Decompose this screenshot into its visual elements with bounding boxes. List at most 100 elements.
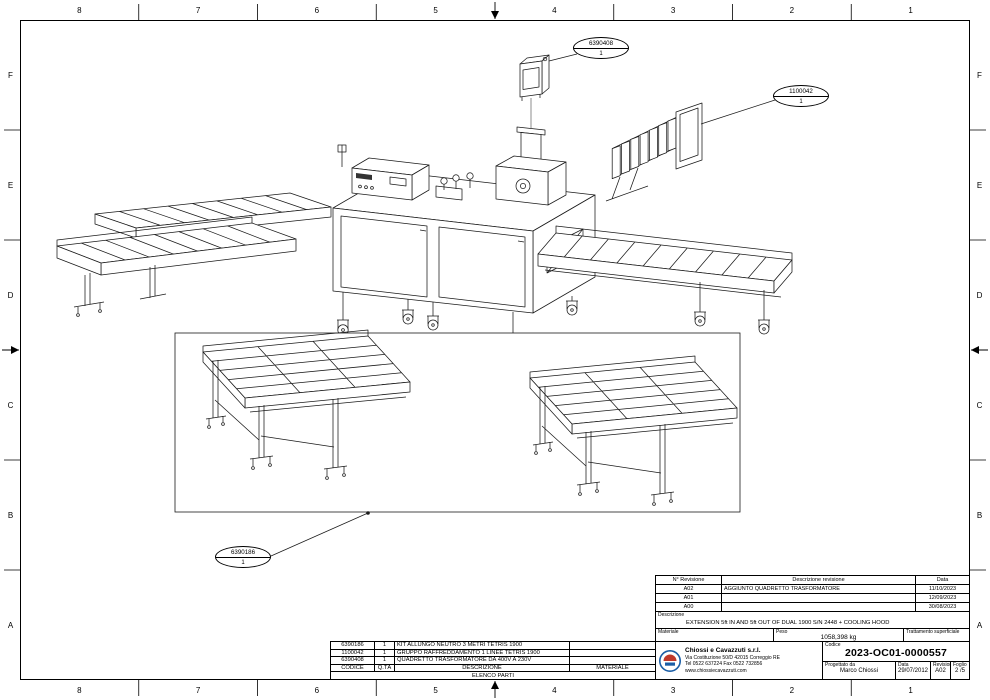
- trattamento-label: Trattamento superficiale: [906, 629, 960, 635]
- description-cell: Descrizione EXTENSION 5ft IN AND 5ft OUT…: [656, 612, 969, 629]
- revision-value: A02: [935, 668, 946, 674]
- grid-label: 6: [314, 6, 320, 15]
- progettato-label: Progettato da: [825, 662, 856, 668]
- drawing-date: 29/07/2012: [897, 668, 929, 674]
- grid-label: F: [8, 70, 13, 80]
- revision-row: A00 30/08/2023: [656, 603, 969, 612]
- balloon-part-code: 6390186: [216, 547, 270, 559]
- grid-label: 3: [670, 6, 676, 15]
- codice-label: Codice: [825, 642, 841, 648]
- revision-row: A02 AGGIUNTO QUADRETTO TRASFORMATORE 11/…: [656, 585, 969, 594]
- balloon-qty: 1: [599, 50, 603, 57]
- revision-date: 30/08/2023: [928, 604, 957, 610]
- material-row: Materiale Peso 1058,398 kg Trattamento s…: [656, 629, 969, 642]
- grid-ref-bottom: 8 7 6 5 4 3 2 1: [20, 683, 970, 698]
- revision-id: A02: [656, 585, 722, 593]
- grid-label: 5: [433, 6, 438, 15]
- peso-label: Peso: [776, 629, 788, 635]
- foglio-label: Foglio: [953, 662, 967, 668]
- description-label: Descrizione: [658, 612, 685, 618]
- grid-label: 1: [908, 6, 913, 15]
- sheet-number: 2 /5: [954, 668, 965, 674]
- revision-col-date: Data: [936, 577, 949, 583]
- border-tick-marks: [4, 4, 986, 696]
- grid-label: 8: [77, 6, 82, 15]
- parts-header-material: MATERIALE: [596, 665, 629, 672]
- extension-tables-detail: [202, 329, 738, 506]
- data-cell: Data 29/07/2012: [896, 662, 931, 679]
- revision-col-desc: Descrizione revisione: [722, 576, 916, 584]
- foglio-cell: Foglio 2 /5: [951, 662, 969, 679]
- company-cell: Chiossi e Cavazzuti s.r.l. Via Costituzi…: [656, 642, 823, 679]
- revision-id: A00: [656, 603, 722, 611]
- gauges: [435, 172, 474, 201]
- part-qty: 1: [375, 649, 395, 657]
- left-infeed-conveyor-front: [56, 216, 297, 317]
- balloon-qty: 1: [799, 98, 803, 105]
- parts-row: 6390186 1 KIT ALLUNGO NEUTRO 3 METRI TET…: [331, 642, 655, 650]
- revision-id: A01: [656, 594, 722, 602]
- cooling-unit-drawing: [605, 102, 703, 202]
- leader-lines: [270, 53, 776, 557]
- part-desc: GRUPPO RAFFREDDAMENTO 1 LINEE TETRIS 190…: [395, 649, 570, 657]
- designer-name: Marco Chiossi: [839, 668, 878, 674]
- drawing-description: EXTENSION 5ft IN AND 5ft OUT OF DUAL 190…: [686, 620, 890, 626]
- parts-row: 1100042 1 GRUPPO RAFFREDDAMENTO 1 LINEE …: [331, 649, 655, 658]
- grid-ref-top: 8 7 6 5 4 3 2 1: [20, 3, 970, 18]
- materiale-label: Materiale: [658, 629, 679, 635]
- parts-list-title-row: ELENCO PARTI: [331, 672, 655, 679]
- grid-label: C: [7, 400, 14, 410]
- company-website: www.chiossiecavazzuti.com: [685, 667, 747, 674]
- grid-label: B: [976, 510, 983, 520]
- part-qty: 1: [375, 642, 395, 649]
- revision-col-rev: N° Revisione: [656, 576, 722, 584]
- grid-label: C: [976, 400, 983, 410]
- part-material: [570, 642, 655, 649]
- materiale-cell: Materiale: [656, 629, 774, 641]
- left-infeed-conveyor-rear: [94, 192, 332, 239]
- control-panel: [337, 144, 430, 201]
- revisione-cell: Revisione A02: [931, 662, 951, 679]
- part-desc: QUADRETTO TRASFORMATORE DA 400V A 230V: [395, 657, 570, 664]
- drawing-code: 2023-OC01-0000557: [844, 647, 948, 659]
- revision-row: A01 12/09/2023: [656, 594, 969, 603]
- revision-desc: [722, 603, 916, 611]
- title-block: N° Revisione Descrizione revisione Data …: [655, 575, 970, 680]
- right-outfeed-conveyor: [537, 225, 793, 335]
- codice-cell: Codice 2023-OC01-0000557: [823, 642, 969, 662]
- balloon-1100042: 1100042 1: [773, 85, 829, 107]
- parts-header-code: CODICE: [331, 664, 375, 672]
- grid-label: 3: [670, 686, 676, 695]
- company-address: Via Costituzione 50/D 42015 Correggio RE: [685, 655, 780, 662]
- parts-list-title: ELENCO PARTI: [472, 672, 514, 679]
- machine-body: [332, 171, 596, 314]
- grid-label: B: [7, 510, 14, 520]
- revision-desc: [722, 594, 916, 602]
- grid-label: 7: [195, 686, 201, 695]
- grid-label: D: [7, 290, 14, 300]
- extension-table-right: [529, 355, 738, 506]
- part-desc: KIT ALLUNGO NEUTRO 3 METRI TETRIS 1900: [395, 642, 570, 649]
- balloon-part-code: 1100042: [774, 86, 828, 98]
- balloon-6390408: 6390408 1: [573, 37, 629, 59]
- grid-label: 7: [195, 6, 201, 15]
- grid-label: 4: [552, 6, 557, 15]
- balloon-part-code: 6390408: [574, 38, 628, 50]
- transformer-box-drawing: [519, 54, 550, 101]
- grid-label: A: [976, 620, 983, 630]
- extension-table-left: [202, 329, 411, 480]
- grid-ref-left: F E D C B A: [3, 20, 18, 680]
- parts-header-row: CODICE Q.TÀ DESCRIZIONE MATERIALE: [331, 664, 655, 673]
- company-name: Chiossi e Cavazzuti s.r.l.: [685, 647, 761, 655]
- part-code: 1100042: [331, 649, 375, 657]
- peso-value: 1058,398 kg: [820, 633, 857, 641]
- grid-label: E: [976, 180, 983, 190]
- revision-date: 11/10/2023: [928, 586, 957, 592]
- part-qty: 1: [375, 657, 395, 664]
- grid-label: 2: [789, 686, 795, 695]
- balloon-qty: 1: [241, 559, 245, 566]
- parts-list: 6390186 1 KIT ALLUNGO NEUTRO 3 METRI TET…: [330, 641, 656, 680]
